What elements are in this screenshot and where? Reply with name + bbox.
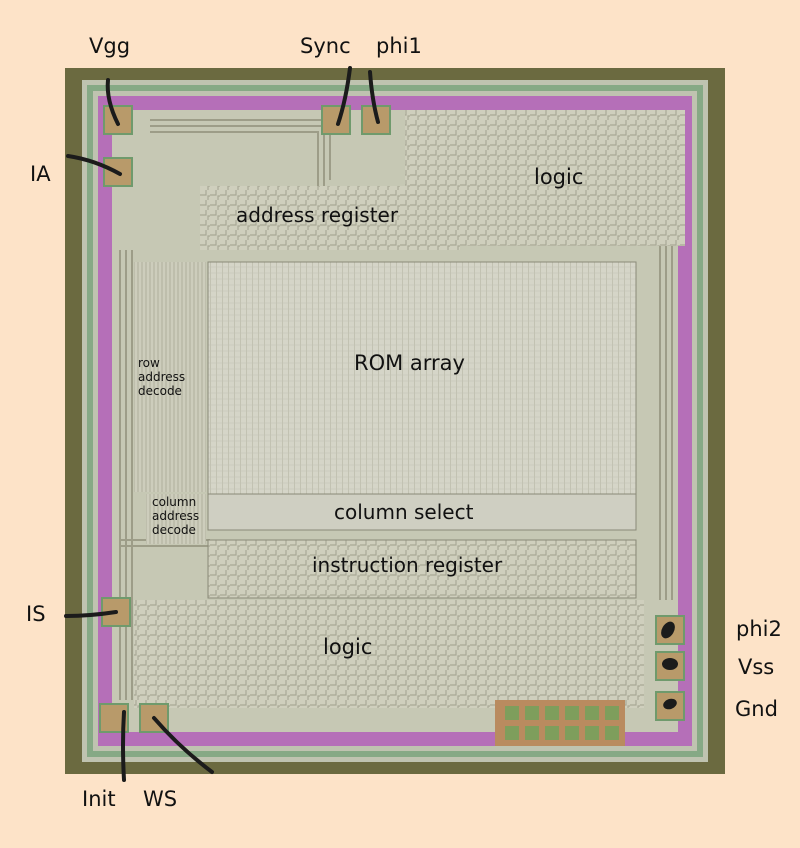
row-decode-line-1: row [138, 356, 160, 370]
pin-label-ia: IA [30, 162, 51, 186]
rom-array-block [207, 261, 637, 495]
region-label-logic-bottom: logic [323, 635, 373, 659]
wire-is [64, 610, 118, 618]
row-decode-line-3: decode [138, 383, 182, 398]
pin-label-gnd: Gnd [735, 697, 778, 721]
pad-vgg [103, 105, 133, 135]
region-label-column-address-decode: column address decode [152, 495, 200, 537]
region-label-instruction-register: instruction register [312, 553, 503, 577]
region-label-row-address-decode: row address decode [138, 356, 186, 398]
pad-phi2 [655, 615, 685, 645]
wire-ws [152, 716, 214, 774]
region-label-logic-top: logic [534, 165, 584, 189]
wire-sync [336, 66, 352, 126]
column-select-block [207, 493, 637, 531]
pin-label-phi2: phi2 [736, 617, 782, 641]
pin-label-phi1: phi1 [376, 34, 422, 58]
column-decode-line-2: address [152, 508, 200, 523]
instruction-register-block [207, 539, 637, 599]
wire-phi1 [368, 70, 380, 124]
wire-vgg [105, 78, 120, 126]
wire-ia [66, 154, 122, 176]
column-decode-line-3: decode [152, 522, 196, 537]
region-label-rom-array: ROM array [354, 351, 465, 375]
wire-init [121, 710, 126, 782]
logic-bottom-block [134, 600, 644, 708]
region-label-column-select: column select [334, 500, 474, 524]
pin-label-vss: Vss [738, 655, 775, 679]
column-decode-line-1: column [152, 495, 197, 509]
pin-label-ws: WS [143, 787, 178, 811]
pad-sync [321, 105, 351, 135]
pin-label-is: IS [26, 602, 46, 626]
pin-label-vgg: Vgg [89, 34, 131, 58]
pin-label-sync: Sync [300, 34, 351, 58]
address-register-block [200, 186, 460, 250]
column-decode-block [146, 494, 206, 544]
row-decode-block [134, 262, 206, 492]
region-label-address-register: address register [236, 203, 399, 227]
row-decode-line-2: address [138, 369, 186, 384]
pin-label-init: Init [82, 787, 116, 811]
